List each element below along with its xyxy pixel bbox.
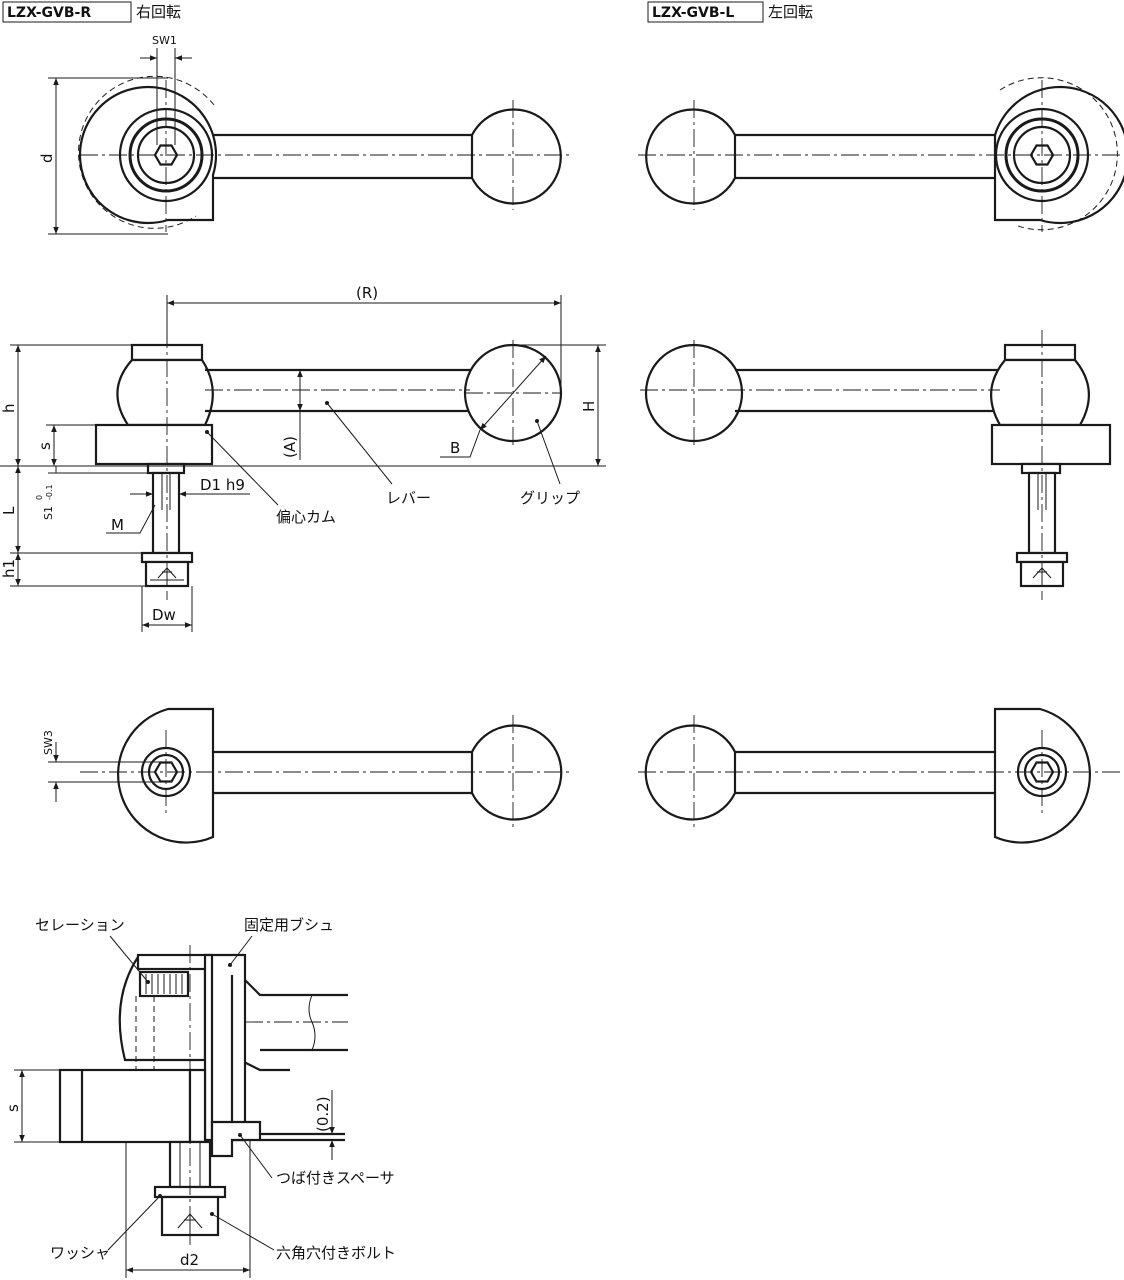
- dim-h: h: [0, 344, 132, 466]
- S1-label: S1: [42, 506, 55, 520]
- dim-sw1: SW1: [140, 34, 192, 145]
- side-view-left: [640, 330, 1112, 600]
- L-label: L: [0, 506, 18, 515]
- grip-ball: [645, 108, 737, 205]
- s-detail-label: s: [4, 1104, 22, 1112]
- spacer: [146, 462, 186, 475]
- grip-ball: [470, 108, 562, 205]
- H-label: H: [580, 401, 598, 412]
- cam-swing-arc: [999, 77, 1118, 231]
- leader-bush: 固定用ブシュ: [228, 916, 334, 967]
- top-view-right: [78, 75, 570, 232]
- rotation-right: 右回転: [136, 3, 181, 21]
- dim-A: (A): [281, 370, 303, 460]
- B-label: B: [450, 439, 460, 457]
- title-left: LZX-GVB-L 左回転: [647, 1, 813, 23]
- top-view-left: [638, 77, 1124, 232]
- grip-ball: [470, 724, 563, 821]
- hub-ball: [116, 358, 214, 427]
- sw1-label: SW1: [152, 34, 177, 47]
- serration-hatch: [145, 974, 183, 994]
- title-right: LZX-GVB-R 右回転: [2, 1, 181, 23]
- S1-tol-upper: 0: [35, 495, 44, 500]
- section-detail: [58, 945, 348, 1245]
- grip-label: グリップ: [520, 489, 580, 507]
- bottom-view-left: [638, 707, 1124, 844]
- Dw-label: Dw: [152, 606, 176, 624]
- dim-s: s: [36, 424, 96, 466]
- model-left: LZX-GVB-L: [652, 5, 734, 21]
- washer-label: ワッシャ: [50, 1244, 110, 1262]
- side-view-right: [94, 330, 563, 600]
- s-label: s: [36, 442, 54, 450]
- dim-d: d: [38, 77, 168, 235]
- cam-label: 偏心カム: [276, 508, 336, 526]
- dim-gap: (0.2): [314, 1090, 335, 1160]
- dim-sw3: SW3: [42, 730, 160, 802]
- A-label: (A): [281, 436, 299, 458]
- leader-spacer: つば付きスペーサ: [238, 1133, 395, 1187]
- D1-label: D1 h9: [200, 476, 245, 494]
- dim-R: (R): [166, 284, 562, 393]
- bolt-label: 六角穴付きボルト: [276, 1244, 396, 1262]
- spacer-label: つば付きスペーサ: [276, 1169, 395, 1187]
- leader-grip: グリップ: [520, 419, 580, 507]
- dim-D1: D1 h9: [130, 476, 250, 497]
- leader-cam: 偏心カム: [205, 430, 336, 526]
- eccentric-cam: [94, 423, 214, 466]
- dim-S1-L: S1 0 -0.1 L: [0, 466, 148, 554]
- dim-B: B: [440, 355, 547, 458]
- rotation-left: 左回転: [768, 3, 813, 21]
- leader-bolt: 六角穴付きボルト: [210, 1212, 396, 1262]
- serration-label: セレーション: [35, 916, 125, 934]
- model-right: LZX-GVB-R: [7, 5, 91, 21]
- dim-s-detail: s: [4, 1069, 60, 1143]
- R-label: (R): [356, 284, 378, 302]
- shaft: [151, 471, 181, 555]
- dim-M: M: [106, 504, 156, 534]
- h1-label: h1: [0, 559, 18, 578]
- leader-serration: セレーション: [35, 916, 150, 984]
- dim-H: H: [0, 344, 606, 467]
- leader-washer: ワッシャ: [50, 1194, 162, 1262]
- h-label: h: [0, 403, 18, 413]
- dim-Dw: Dw: [141, 586, 193, 632]
- M-label: M: [111, 516, 124, 534]
- d-label: d: [38, 153, 56, 163]
- dim-h1: h1: [0, 553, 146, 587]
- gap-label: (0.2): [314, 1096, 332, 1132]
- lever-label: レバー: [386, 489, 431, 507]
- cam-swing-arc: [78, 75, 215, 229]
- bush-label: 固定用ブシュ: [244, 916, 334, 934]
- dim-d2: d2: [125, 1140, 251, 1278]
- bottom-view-right: [80, 707, 570, 844]
- d2-label: d2: [180, 1251, 199, 1269]
- sw3-label: SW3: [42, 730, 55, 755]
- S1-tol-lower: -0.1: [45, 484, 54, 500]
- leader-lever: レバー: [325, 401, 431, 507]
- grip-ball: [644, 724, 737, 821]
